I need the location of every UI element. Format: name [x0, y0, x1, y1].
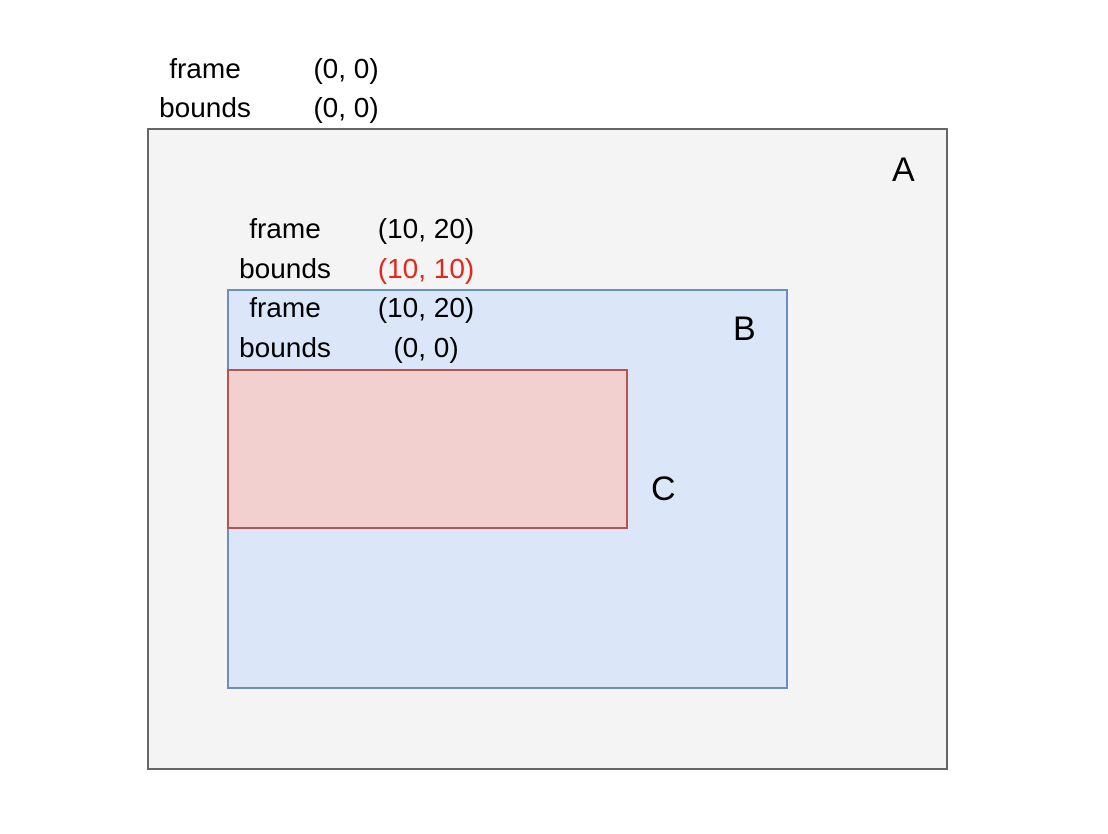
- view-c-bounds-label: bounds: [239, 332, 331, 363]
- view-c-frame-label: frame: [249, 292, 321, 323]
- view-c-box: [227, 369, 628, 529]
- view-a-bounds-value: (0, 0): [313, 92, 379, 123]
- view-c-name: C: [651, 470, 676, 508]
- view-a-bounds-label: bounds: [159, 92, 251, 123]
- view-b-frame-label: frame: [249, 213, 321, 244]
- view-a-frame-value: (0, 0): [313, 53, 379, 84]
- view-b-frame-value: (10, 20): [377, 213, 475, 244]
- view-b-bounds-label: bounds: [239, 253, 331, 284]
- view-b-bounds-value: (10, 10): [377, 253, 475, 284]
- view-c-frame-value: (10, 20): [377, 292, 475, 323]
- view-b-name: B: [733, 310, 756, 348]
- view-a-name: A: [892, 151, 915, 189]
- view-a-frame-label: frame: [169, 53, 241, 84]
- view-c-bounds-value: (0, 0): [393, 332, 459, 363]
